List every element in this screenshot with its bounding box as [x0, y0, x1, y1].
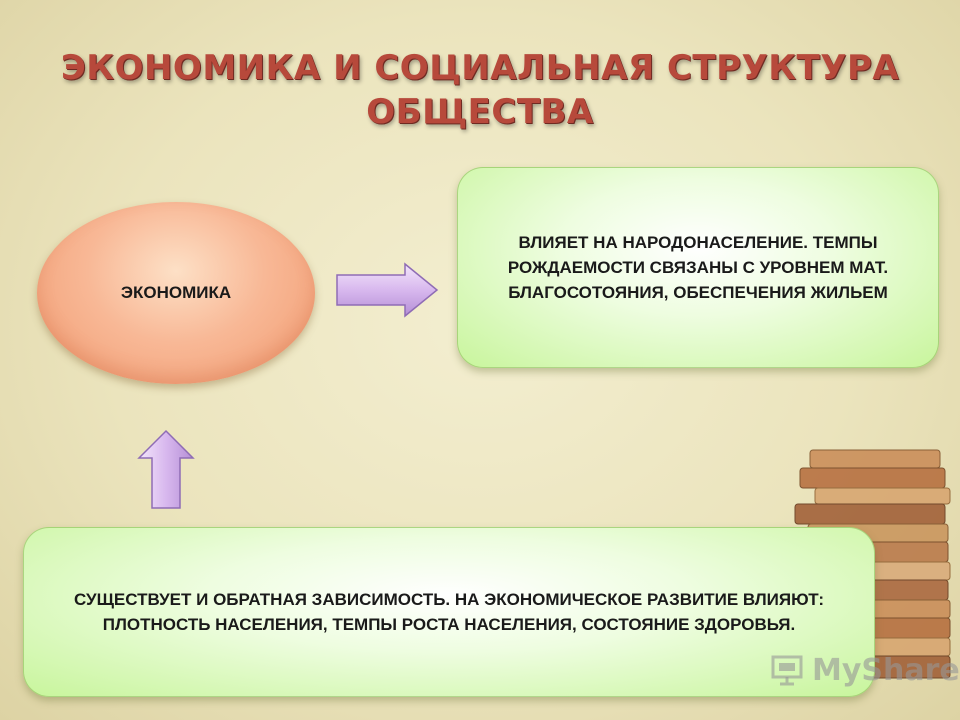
population-influence-text: ВЛИЯЕТ НА НАРОДОНАСЕЛЕНИЕ. ТЕМПЫ РОЖДАЕМ…	[507, 233, 889, 302]
title-line-1: ЭКОНОМИКА И СОЦИАЛЬНАЯ СТРУКТУРА	[60, 48, 900, 88]
watermark-logo: MyShared	[770, 650, 960, 690]
population-influence-box: ВЛИЯЕТ НА НАРОДОНАСЕЛЕНИЕ. ТЕМПЫ РОЖДАЕМ…	[457, 167, 939, 368]
presentation-icon	[771, 655, 803, 686]
economy-label: ЭКОНОМИКА	[120, 283, 232, 302]
up-arrow-icon	[137, 429, 195, 509]
economy-oval: ЭКОНОМИКА	[37, 202, 315, 384]
reverse-dependency-text: СУЩЕСТВУЕТ И ОБРАТНАЯ ЗАВИСИМОСТЬ. НА ЭК…	[73, 590, 825, 634]
watermark-text: MyShared	[812, 652, 960, 688]
title-line-2: ОБЩЕСТВА	[366, 92, 594, 132]
right-arrow-icon	[336, 262, 439, 318]
reverse-dependency-box: СУЩЕСТВУЕТ И ОБРАТНАЯ ЗАВИСИМОСТЬ. НА ЭК…	[23, 527, 875, 697]
page-title: ЭКОНОМИКА И СОЦИАЛЬНАЯ СТРУКТУРА ОБЩЕСТВ…	[0, 46, 960, 134]
